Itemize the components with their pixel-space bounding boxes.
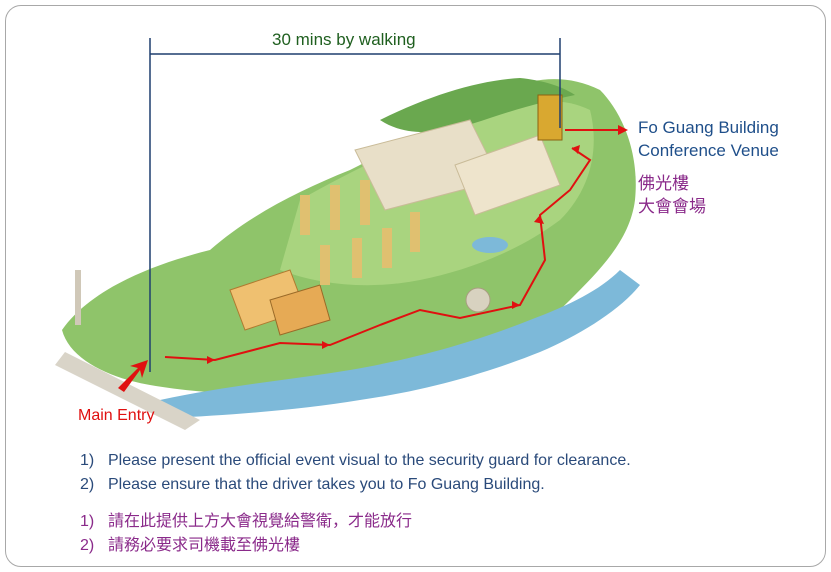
walking-route	[164, 147, 592, 362]
forest-upper	[380, 78, 575, 133]
venue-subtitle-zh: 大會會場	[638, 197, 706, 216]
river	[160, 270, 640, 418]
venue-name-zh: 佛光樓	[638, 174, 689, 193]
arrow-right-icon	[565, 125, 628, 135]
venue-subtitle-en: Conference Venue	[638, 141, 779, 160]
instruction-en-1: 1) Please present the official event visu…	[80, 452, 631, 470]
instruction-en-2: 2) Please ensure that the driver takes yo…	[80, 476, 545, 494]
venue-name-en: Fo Guang Building	[638, 118, 779, 137]
instruction-number: 1)	[80, 513, 95, 530]
instruction-text: Please present the official event visual…	[108, 452, 631, 469]
instruction-number: 1)	[80, 452, 95, 469]
instruction-text: Please ensure that the driver takes you …	[108, 476, 545, 493]
venue-label-en: Fo Guang Building Conference Venue	[638, 116, 779, 162]
temple-complex	[75, 94, 563, 336]
instruction-text: 請務必要求司機載至佛光樓	[108, 537, 301, 554]
main-entry-label: Main Entry	[78, 407, 155, 424]
arrow-up-right-icon	[118, 360, 148, 392]
instruction-text: 請在此提供上方大會視覺給警衛，才能放行	[108, 513, 413, 530]
instruction-number: 2)	[80, 537, 95, 554]
walking-time-label: 30 mins by walking	[272, 30, 416, 49]
instruction-number: 2)	[80, 476, 95, 493]
route-arrowheads	[207, 145, 580, 364]
instruction-zh-2: 2) 請務必要求司機載至佛光樓	[80, 531, 300, 555]
main-road	[55, 352, 200, 430]
venue-label-zh: 佛光樓 大會會場	[638, 172, 706, 218]
instruction-zh-1: 1) 請在此提供上方大會視覺給警衛，才能放行	[80, 507, 412, 531]
distance-bracket	[149, 38, 561, 372]
